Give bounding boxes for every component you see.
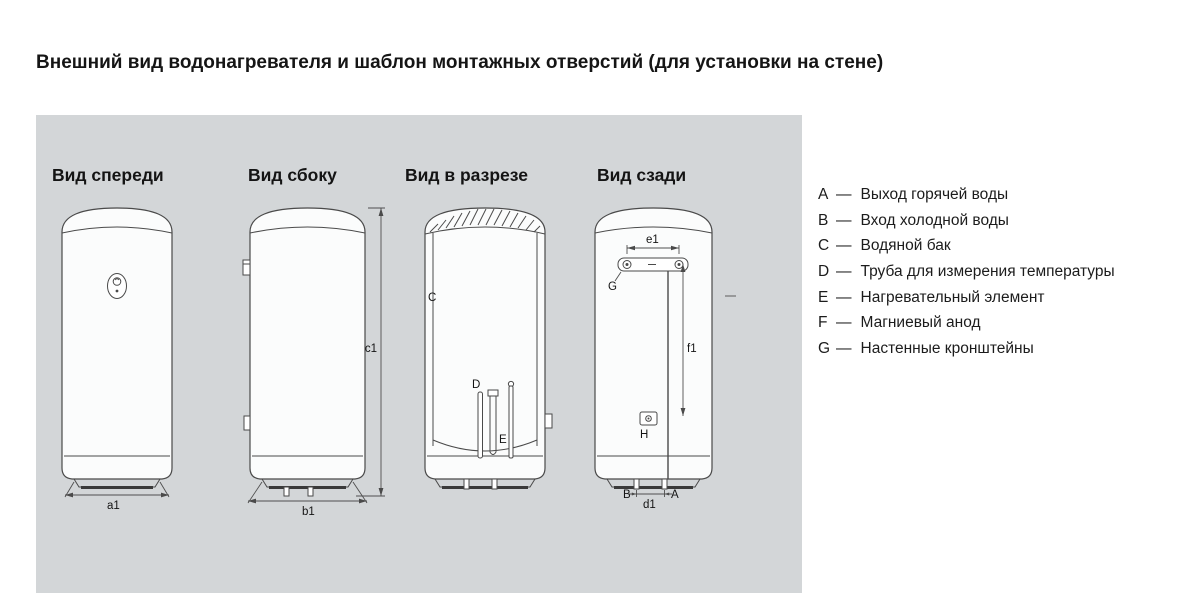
- rear-dimension-d1: d1: [629, 490, 672, 511]
- dim-label-d1: d1: [643, 499, 656, 511]
- side-tank-outline: [249, 207, 366, 489]
- legend-item-a: A — Выход горячей воды: [818, 182, 1115, 208]
- part-label-c: C: [428, 292, 436, 304]
- legend-key: E: [818, 288, 829, 306]
- legend-item-f: F — Магниевый анод: [818, 310, 1115, 336]
- rear-dimension-e1: e1: [626, 234, 680, 254]
- legend-item-c: C — Водяной бак: [818, 233, 1115, 259]
- part-label-g: G: [608, 281, 617, 293]
- rear-bottom-pipes: [633, 478, 668, 490]
- page-title: Внешний вид водонагревателя и шаблон мон…: [36, 52, 884, 73]
- dim-label-f1: f1: [687, 343, 697, 355]
- legend-item-b: B — Вход холодной воды: [818, 208, 1115, 234]
- section-view-drawing: C D E: [424, 207, 553, 490]
- legend-separator: —: [836, 288, 852, 306]
- front-view-title: Вид спереди: [52, 165, 164, 185]
- side-dimension-c1: c1: [356, 207, 385, 497]
- dim-label-a1: a1: [107, 500, 120, 512]
- legend-text: Выход горячей воды: [860, 186, 1009, 203]
- legend-item-g: G — Настенные кронштейны: [818, 336, 1115, 362]
- side-bottom-pipes: [283, 486, 314, 497]
- legend-item-e: E — Нагревательный элемент: [818, 285, 1115, 311]
- legend-key: F: [818, 314, 828, 332]
- side-dimension-b1: b1: [247, 481, 368, 518]
- rear-dimension-f1: f1: [680, 264, 697, 416]
- part-label-e: E: [499, 434, 507, 446]
- legend-text: Вход холодной воды: [860, 211, 1009, 229]
- side-view-drawing: c1 b1: [242, 207, 385, 518]
- dim-label-e1: e1: [646, 234, 659, 246]
- water-heater-diagram-panel: Вид спереди Вид сбоку Вид в разрезе Вид …: [36, 115, 802, 593]
- legend-item-d: D — Труба для измерения температуры: [818, 259, 1115, 285]
- section-view-title: Вид в разрезе: [405, 165, 528, 185]
- legend-text: Настенные кронштейны: [860, 340, 1034, 358]
- legend-key: G: [818, 340, 831, 358]
- section-side-bracket: [544, 413, 553, 429]
- legend-key: C: [818, 237, 830, 255]
- rear-view-drawing: e1 G f1 H: [594, 207, 736, 511]
- legend-text: Нагревательный элемент: [860, 288, 1045, 306]
- legend-separator: —: [836, 211, 852, 229]
- front-dimension-a1: a1: [64, 481, 170, 512]
- section-insulation-hatch: [429, 208, 541, 233]
- legend-separator: —: [836, 340, 852, 358]
- side-view-title: Вид сбоку: [248, 165, 337, 185]
- legend-separator: —: [836, 237, 852, 255]
- rear-view-title: Вид сзади: [597, 165, 687, 185]
- front-view-drawing: a1: [61, 207, 173, 512]
- legend-separator: —: [836, 314, 852, 332]
- parts-legend: A — Выход горячей воды B — Вход холодной…: [818, 182, 1115, 362]
- rear-mounting-bracket: [617, 257, 689, 272]
- legend-key: D: [818, 263, 830, 281]
- front-brand-badge: [107, 273, 127, 299]
- dim-label-b1: b1: [302, 506, 315, 518]
- legend-separator: —: [836, 263, 852, 281]
- part-label-a: A: [671, 489, 679, 501]
- rear-anode-cover: [639, 411, 658, 426]
- legend-text: Труба для измерения температуры: [860, 263, 1115, 281]
- section-bottom-pipes: [463, 478, 498, 490]
- part-label-h: H: [640, 429, 648, 441]
- legend-text: Водяной бак: [860, 237, 951, 255]
- section-internals: [477, 380, 515, 459]
- legend-text: Магниевый анод: [860, 314, 981, 332]
- rear-bracket-callout-g: G: [608, 271, 622, 293]
- part-label-b: B: [623, 489, 631, 501]
- legend-key: B: [818, 211, 829, 229]
- section-tank-outline: [424, 207, 546, 489]
- legend-separator: —: [836, 186, 852, 203]
- dim-label-c1: c1: [365, 343, 377, 355]
- legend-key: A: [818, 186, 829, 203]
- side-wall-brackets: [242, 259, 251, 431]
- front-tank-outline: [61, 207, 173, 489]
- part-label-d: D: [472, 379, 480, 391]
